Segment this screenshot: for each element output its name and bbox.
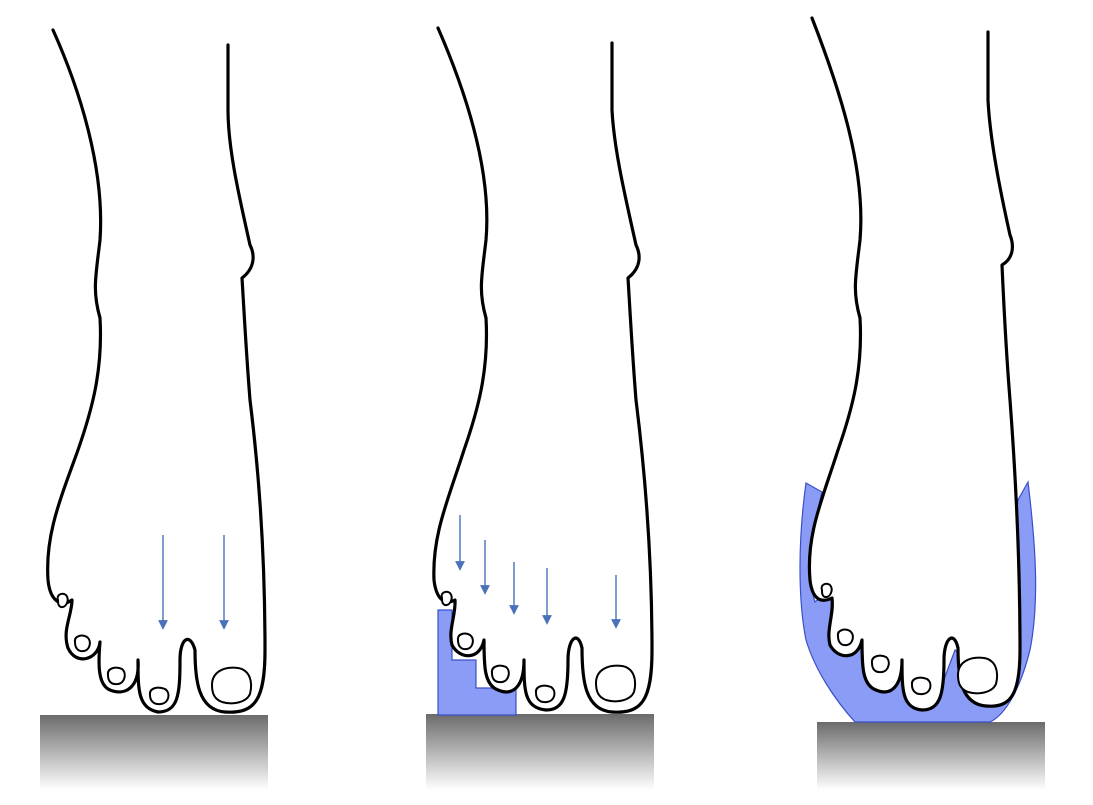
panel-foot-in-cup	[799, 16, 1045, 790]
toenail-pinky	[440, 590, 453, 607]
toenail-third	[106, 666, 126, 686]
toenail-big	[594, 664, 637, 703]
toenail-big	[210, 666, 253, 705]
toenail-third	[490, 664, 510, 684]
toenail-big	[956, 656, 999, 695]
ground-block	[40, 715, 268, 790]
pressure-arrows	[158, 535, 229, 630]
toenail-fourth	[836, 628, 854, 647]
panel-bare-foot	[40, 28, 268, 790]
toenail-fourth	[73, 634, 91, 653]
foot-outline	[46, 28, 267, 714]
ground-block	[426, 714, 654, 790]
foot-outline	[432, 26, 654, 714]
toenail-second	[148, 686, 170, 706]
pressure-arrows	[455, 515, 621, 629]
toenail-second	[910, 676, 932, 696]
panel-foot-with-spacer	[426, 26, 654, 790]
ground-block	[817, 722, 1045, 790]
cup-support	[799, 480, 1037, 723]
foot-outline	[807, 16, 1022, 712]
toenail-pinky	[56, 592, 69, 609]
toenail-pinky	[820, 582, 833, 599]
toenail-fourth	[456, 632, 474, 651]
toenail-second	[534, 684, 556, 704]
toenail-third	[870, 654, 890, 674]
